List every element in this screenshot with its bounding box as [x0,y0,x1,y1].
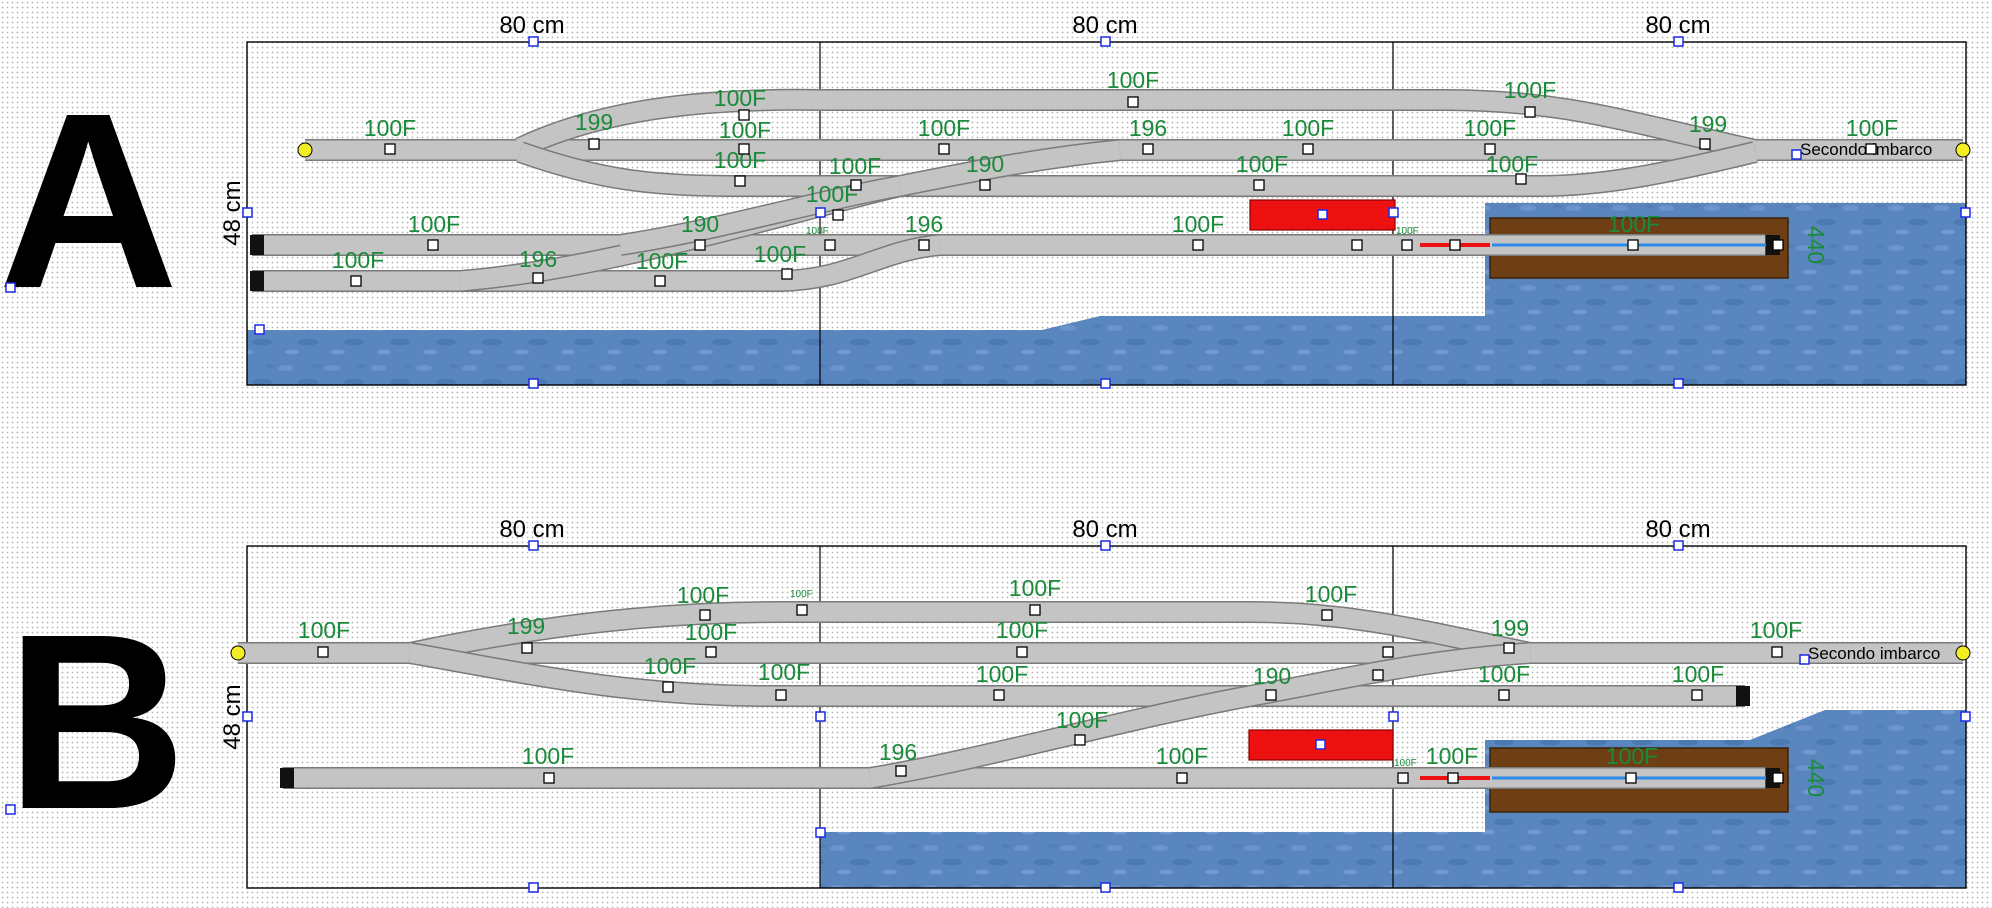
piece-code: 100F [1608,211,1660,237]
piece-code: 100F [364,115,416,141]
selection-handles[interactable] [5,36,1971,389]
module-width-label: 80 cm [499,516,564,543]
piece-handles[interactable] [350,96,1877,287]
piece-code: 100F [1172,211,1224,237]
piece-code: 100F [685,619,737,645]
layout-letter-a: A [0,61,179,340]
piece-code: 100F [677,582,729,608]
piece-code: 100F [1846,115,1898,141]
piece-code: 100F [1504,77,1556,103]
selection-handles[interactable] [5,540,1971,893]
piece-code: 100F [1107,67,1159,93]
piece-code: 196 [905,211,943,237]
piece-code: 100F [1672,661,1724,687]
piece-code: 100F [1282,115,1334,141]
piece-code: 100F [1486,151,1538,177]
piece-code: 100F [1750,617,1802,643]
piece-code-small: 100F [1396,226,1419,237]
buffer-stop-icon[interactable] [250,235,264,255]
piece-code: 100F [644,653,696,679]
piece-code: 199 [575,109,613,135]
track-end-marker[interactable] [297,142,313,158]
piece-code: 100F [719,117,771,143]
module-width-label: 80 cm [1645,516,1710,543]
piece-code: 100F [522,743,574,769]
piece-code: 196 [1129,115,1167,141]
track-end-marker[interactable] [1955,142,1971,158]
piece-code: 100F [1478,661,1530,687]
piece-code: 100F [1426,743,1478,769]
module-width-label: 80 cm [499,12,564,39]
piece-code: 190 [1253,663,1291,689]
piece-code: 190 [681,211,719,237]
module-width-label: 80 cm [1645,12,1710,39]
piece-code: 100F [1305,581,1357,607]
piece-code-small: 100F [1394,758,1417,769]
layout-b: B 80 cm 80 cm 80 cm 48 cm [5,516,1971,893]
piece-code: 440 [1803,759,1829,797]
depth-label: 48 cm [219,180,246,245]
piece-code: 199 [1491,615,1529,641]
depth-label: 48 cm [219,684,246,749]
buffer-stop-icon[interactable] [250,271,264,291]
piece-code: 100F [408,211,460,237]
piece-code: 100F [758,659,810,685]
piece-code: 100F [298,617,350,643]
piece-code: 199 [1689,111,1727,137]
module-width-label: 80 cm [1072,12,1137,39]
layout-a: A 80 cm 80 cm 80 cm 48 cm [0,12,1971,389]
piece-code: 100F [976,661,1028,687]
piece-code: 100F [1156,743,1208,769]
buffer-stop-icon[interactable] [1736,686,1750,706]
piece-code: 100F [1464,115,1516,141]
piece-code: 100F [1009,575,1061,601]
piece-code: 100F [1056,707,1108,733]
piece-code: 100F [754,241,806,267]
piece-code: 100F [636,248,688,274]
buffer-stop-icon[interactable] [280,768,294,788]
piece-code: 440 [1803,226,1829,264]
piece-code: 196 [519,246,557,272]
piece-code: 100F [806,181,858,207]
layout-letter-b: B [6,582,187,861]
track-end-marker[interactable] [230,645,246,661]
piece-handles[interactable] [317,604,1784,784]
piece-code: 199 [507,613,545,639]
piece-code: 100F [714,85,766,111]
piece-code-small: 100F [790,589,813,600]
piece-code: 100F [1236,151,1288,177]
piece-code-small: 100F [806,226,829,237]
piece-code: 100F [996,617,1048,643]
piece-code: 100F [1606,743,1658,769]
piece-code: 100F [829,153,881,179]
module-width-label: 80 cm [1072,516,1137,543]
piece-code: 100F [332,247,384,273]
piece-code: 190 [966,151,1004,177]
track-end-marker[interactable] [1955,645,1971,661]
piece-code: 100F [918,115,970,141]
piece-code: 196 [879,739,917,765]
water-strip [247,330,1966,385]
station-label: Secondo imbarco [1808,644,1940,663]
